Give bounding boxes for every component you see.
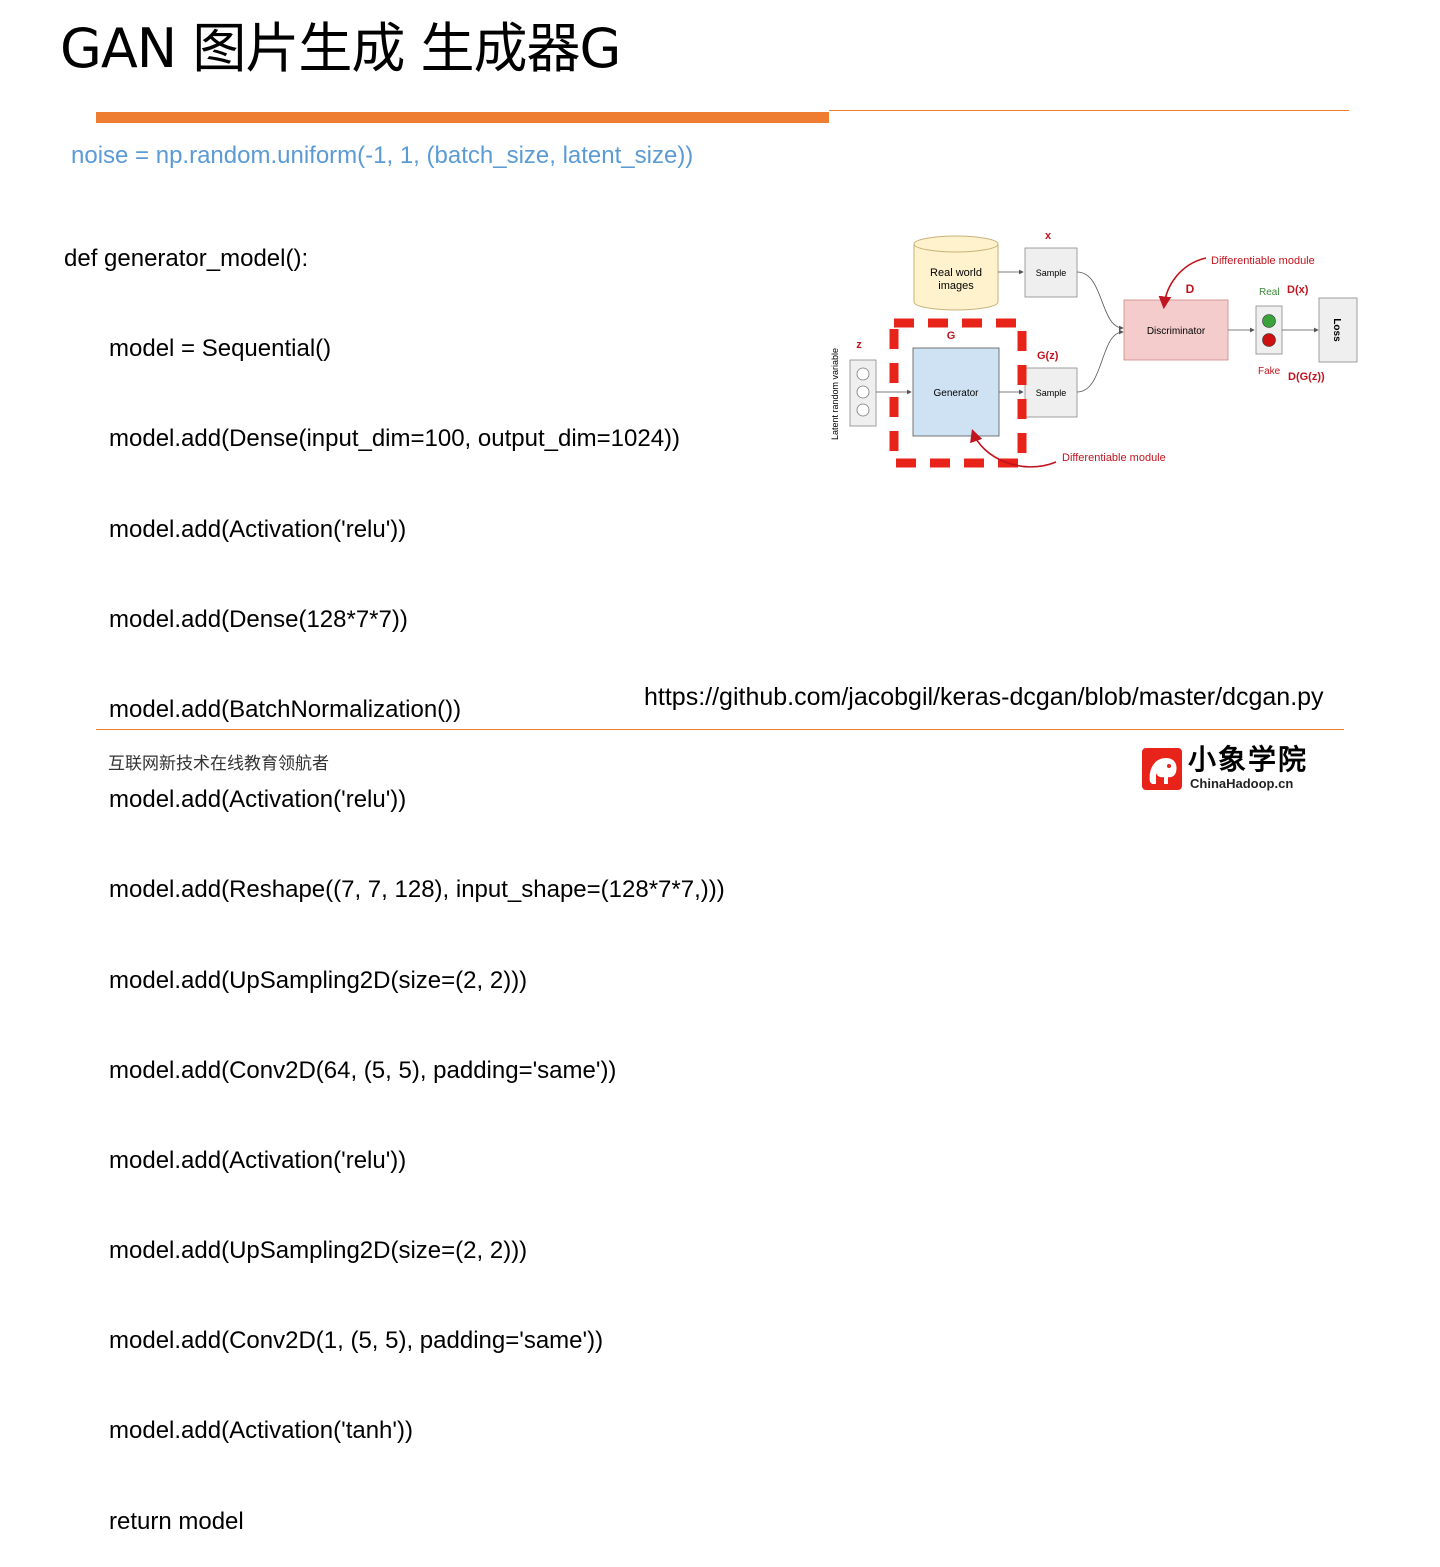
loss-label: Loss (1331, 318, 1342, 342)
title-underline-accent (96, 112, 829, 123)
loss-box (1318, 297, 1358, 363)
code-line: model.add(Dense(input_dim=100, output_di… (109, 425, 681, 453)
generator-box (912, 347, 1000, 437)
code-line: model.add(Conv2D(1, (5, 5), padding='sam… (109, 1327, 604, 1355)
code-line: model.add(Activation('tanh')) (109, 1417, 413, 1445)
code-def-line: def generator_model(): (64, 245, 309, 272)
real-label: Real (1259, 287, 1280, 298)
code-line: model.add(Conv2D(64, (5, 5), padding='sa… (109, 1056, 617, 1084)
diff-module-top-label: Differentiable module (1211, 255, 1315, 267)
arrow-diff-module-top (1158, 257, 1207, 310)
sample-top-label: Sample (1036, 268, 1067, 278)
diff-module-bottom-label: Differentiable module (1062, 452, 1166, 464)
code-line: model.add(Activation('relu')) (109, 1146, 407, 1174)
footer-tagline: 互联网新技术在线教育领航者 (108, 754, 329, 774)
noise-code-line: noise = np.random.uniform(-1, 1, (batch_… (71, 142, 694, 169)
fake-label: Fake (1258, 366, 1281, 377)
code-line: model.add(Activation('relu')) (109, 515, 407, 543)
gz-label: G(z) (1037, 350, 1059, 362)
latent-label: Latent random variable (830, 348, 840, 440)
x-label: x (1045, 230, 1052, 242)
z-label: z (856, 339, 862, 351)
code-line: model.add(Activation('relu')) (109, 786, 407, 814)
elephant-logo-icon (1142, 748, 1182, 790)
sample-top-box (1024, 247, 1078, 298)
title-underline-thin (829, 110, 1349, 111)
dgz-label: D(G(z)) (1288, 371, 1325, 383)
footer-divider (96, 729, 1344, 730)
dx-label: D(x) (1287, 284, 1309, 296)
fake-indicator-icon (1262, 333, 1276, 347)
slide-title: GAN 图片生成 生成器G (60, 17, 621, 80)
chinahadoop-logo: 小象学院 ChinaHadoop.cn (1140, 744, 1325, 794)
code-line: model.add(BatchNormalization()) (109, 695, 462, 723)
code-line: return model (109, 1507, 244, 1535)
g-label: G (947, 330, 956, 342)
discriminator-label: Discriminator (1147, 326, 1206, 337)
gan-diagram: Real world images x Sample Sample Discri… (830, 230, 1358, 468)
source-url: https://github.com/jacobgil/keras-dcgan/… (644, 683, 1324, 711)
generator-code-block: def generator_model(): model = Sequentia… (64, 186, 725, 1567)
arrow-diff-module-bottom (970, 428, 1057, 468)
real-world-label-1: Real world (930, 267, 982, 279)
code-line: model = Sequential() (109, 335, 332, 363)
code-line: model.add(UpSampling2D(size=(2, 2))) (109, 966, 528, 994)
arrow-sample-top-to-disc (1076, 271, 1124, 331)
d-label: D (1186, 282, 1195, 296)
latent-node-icon (856, 367, 870, 381)
sample-bottom-label: Sample (1036, 388, 1067, 398)
latent-node-icon (856, 385, 870, 399)
code-line: model.add(Dense(128*7*7)) (109, 605, 408, 633)
logo-chinese-text: 小象学院 (1188, 743, 1309, 776)
latent-node-icon (856, 403, 870, 417)
real-world-label-2: images (938, 280, 974, 292)
code-line: model.add(Reshape((7, 7, 128), input_sha… (109, 876, 725, 904)
logo-english-text: ChinaHadoop.cn (1190, 776, 1294, 791)
sample-bottom-box (1024, 367, 1078, 418)
arrow-sample-bottom-to-disc (1076, 329, 1124, 393)
real-indicator-icon (1262, 314, 1276, 328)
generator-label: Generator (933, 388, 979, 399)
code-line: model.add(UpSampling2D(size=(2, 2))) (109, 1237, 528, 1265)
discriminator-box (1123, 299, 1229, 361)
real-world-images-cylinder (913, 235, 999, 311)
